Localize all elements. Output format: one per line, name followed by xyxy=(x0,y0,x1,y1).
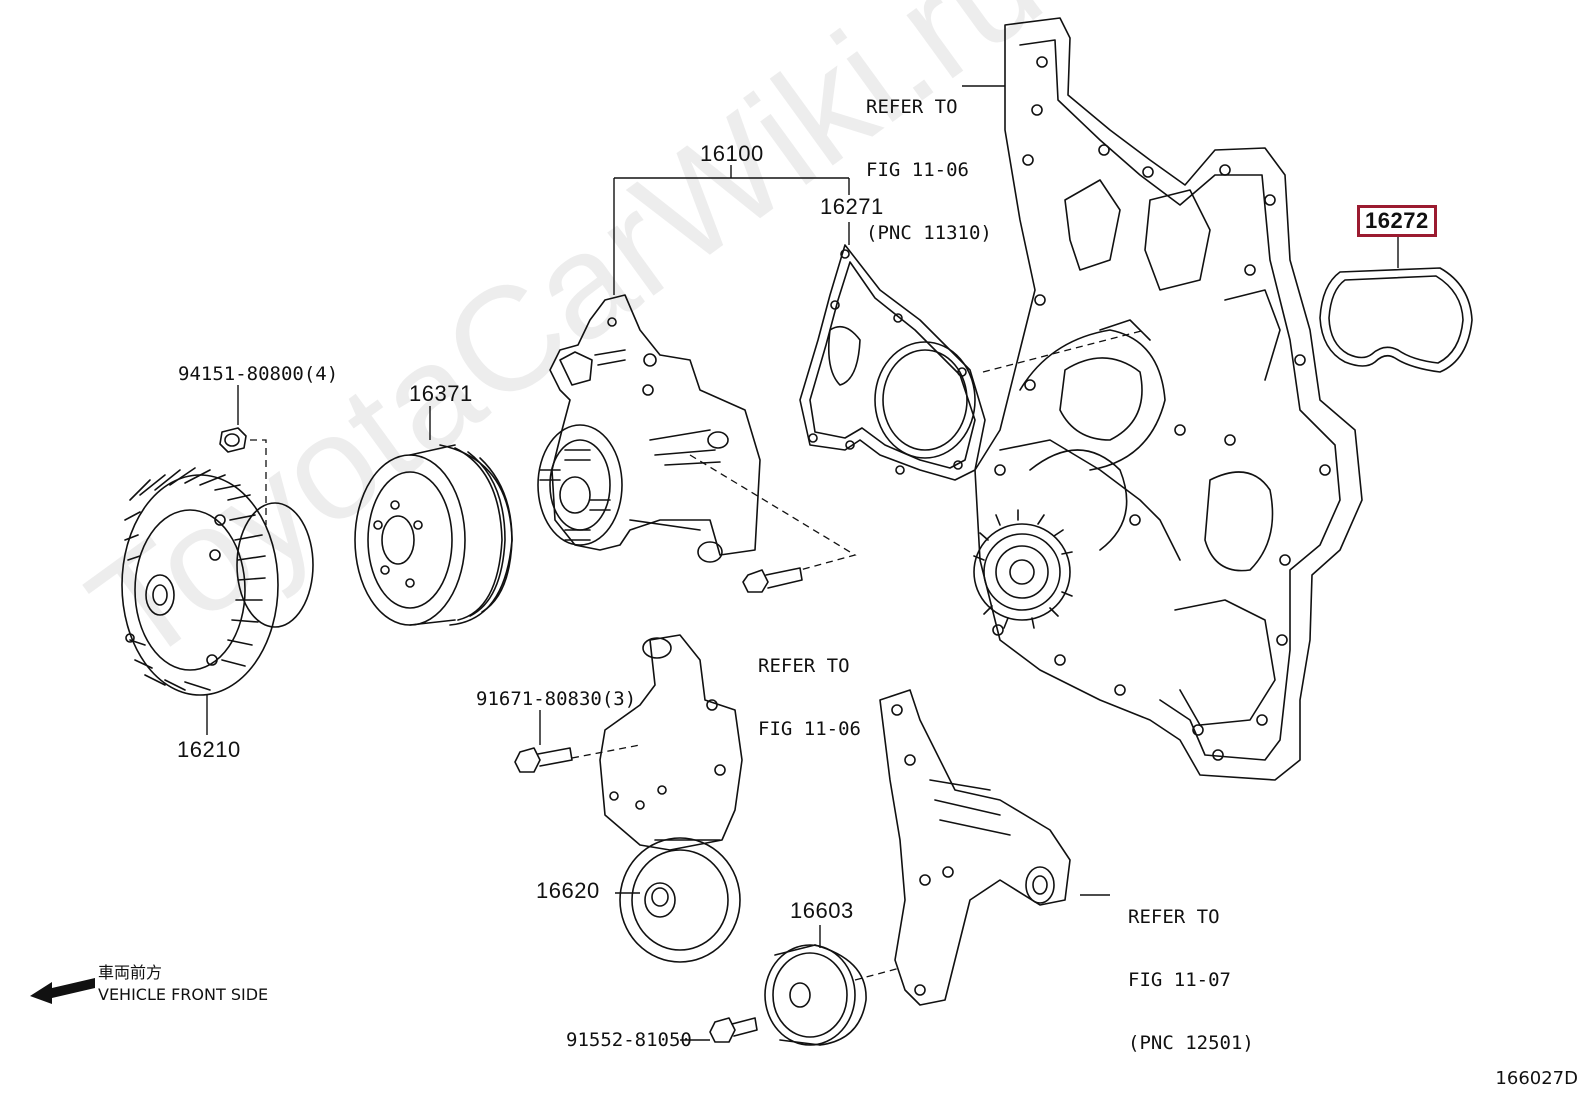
part-label-16272-highlighted[interactable]: 16272 xyxy=(1357,205,1437,237)
bracket-drawing xyxy=(879,689,1071,1006)
part-label-16100[interactable]: 16100 xyxy=(700,141,764,166)
refer-note-line: (PNC 12501) xyxy=(1128,1032,1254,1054)
refer-note-fig-11-07-pnc-12501: REFER TO FIG 11-07 (PNC 12501) xyxy=(1128,865,1254,1096)
part-label-16371[interactable]: 16371 xyxy=(409,381,473,406)
fan-clutch-drawing xyxy=(121,467,314,696)
refer-note-line: (PNC 11310) xyxy=(866,222,992,244)
refer-note-line: REFER TO xyxy=(758,655,850,677)
pulley-16371-drawing xyxy=(354,444,513,626)
tensioner-drawing xyxy=(599,634,743,963)
idler-pulley-drawing xyxy=(764,944,867,1046)
dashed-lines xyxy=(250,329,1146,981)
bolt-91671-drawing xyxy=(514,747,573,773)
refer-note-line: FIG 11-07 xyxy=(1128,969,1231,991)
gasket-16271-drawing xyxy=(799,244,986,481)
water-pump-drawing xyxy=(537,294,761,563)
part-label-91671-80830[interactable]: 91671-80830(3) xyxy=(476,688,637,710)
part-label-91552-81050[interactable]: 91552-81050 xyxy=(566,1029,692,1051)
timing-cover-drawing xyxy=(973,17,1363,781)
leader-lines xyxy=(206,85,1399,1041)
part-label-16210[interactable]: 16210 xyxy=(177,737,241,762)
vehicle-front-jp: 車両前方 xyxy=(98,963,163,982)
bolt-91552-drawing xyxy=(709,1017,758,1043)
vehicle-front-en: VEHICLE FRONT SIDE xyxy=(98,985,269,1004)
vehicle-front-label: 車両前方 VEHICLE FRONT SIDE xyxy=(98,962,268,1006)
refer-note-fig-11-06-pnc-11310: REFER TO FIG 11-06 (PNC 11310) xyxy=(866,55,992,286)
refer-note-line: REFER TO xyxy=(866,96,958,118)
refer-note-fig-11-06: REFER TO FIG 11-06 xyxy=(758,614,861,782)
front-arrow-icon xyxy=(30,978,95,1004)
part-label-16603[interactable]: 16603 xyxy=(790,898,854,923)
nut-94151-drawing xyxy=(219,427,247,453)
part-label-16620[interactable]: 16620 xyxy=(536,878,600,903)
figure-code: 166027D xyxy=(1495,1068,1578,1089)
gasket-16272-drawing xyxy=(1319,267,1473,373)
refer-note-line: REFER TO xyxy=(1128,906,1220,928)
part-label-94151-80800[interactable]: 94151-80800(4) xyxy=(178,363,339,385)
bolt-refer-drawing xyxy=(742,567,803,593)
refer-note-line: FIG 11-06 xyxy=(866,159,969,181)
refer-note-line: FIG 11-06 xyxy=(758,718,861,740)
part-label-16271[interactable]: 16271 xyxy=(820,194,884,219)
